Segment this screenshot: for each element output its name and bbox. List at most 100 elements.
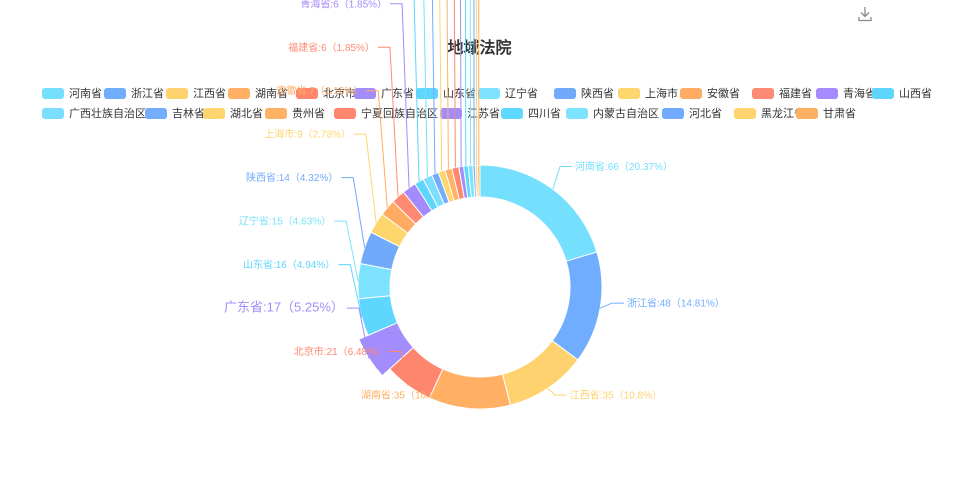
legend-swatch	[662, 107, 684, 119]
legend-item[interactable]: 广西壮族自治区	[42, 105, 146, 121]
legend-label: 浙江省	[131, 88, 164, 100]
legend-swatch	[440, 107, 462, 119]
label-leader-line	[423, 0, 428, 177]
label-leader-line	[341, 177, 366, 248]
legend-swatch	[334, 107, 356, 119]
slice-label: 山东省:16（4.94%）	[243, 258, 335, 271]
legend-swatch	[265, 107, 287, 119]
legend-item[interactable]: 辽宁省	[478, 85, 538, 101]
legend-label: 安徽省	[707, 88, 740, 100]
legend-swatch	[296, 87, 318, 99]
legend-item[interactable]: 贵州省	[265, 105, 325, 121]
label-leader-line	[469, 0, 472, 166]
slice-label: 安徽省:7（2.16%）	[276, 84, 363, 97]
legend-item[interactable]: 安徽省	[680, 85, 740, 101]
label-leader-line	[453, 0, 456, 168]
legend-label: 山西省	[899, 88, 932, 100]
label-leader-line	[346, 307, 370, 359]
label-leader-line	[413, 0, 420, 182]
label-leader-line	[552, 165, 573, 190]
legend-item[interactable]: 江苏省	[440, 105, 500, 121]
legend-swatch	[166, 87, 188, 99]
legend-swatch	[680, 87, 702, 99]
legend-label: 湖北省	[230, 108, 263, 120]
legend-item[interactable]: 北京市	[296, 85, 356, 101]
pie-slice[interactable]	[477, 164, 481, 198]
legend-label: 福建省	[779, 88, 812, 100]
chart-title: 地域法院	[447, 40, 512, 57]
legend-label: 青海省	[843, 88, 876, 100]
legend-label: 湖南省	[255, 88, 288, 100]
label-leader-line	[390, 3, 410, 188]
slice-label: 北京市:21（6.48%）	[294, 345, 386, 358]
legend-item[interactable]: 上海市	[618, 85, 678, 101]
label-leader-line	[478, 0, 480, 166]
pie-slice[interactable]	[428, 368, 512, 410]
legend-label: 甘肃省	[823, 108, 856, 120]
legend-swatch	[42, 107, 64, 119]
legend-item[interactable]: 湖北省	[203, 105, 263, 121]
legend-item[interactable]: 黑龙江省	[734, 105, 805, 121]
download-icon[interactable]	[855, 4, 875, 24]
legend-item[interactable]: 吉林省	[145, 105, 205, 121]
legend-item[interactable]: 河南省	[42, 85, 102, 101]
legend-item[interactable]: 河北省	[662, 105, 722, 121]
legend-item[interactable]: 四川省	[501, 105, 561, 121]
slice-label: 江西省:35（10.8%）	[570, 389, 662, 402]
legend-item[interactable]: 陕西省	[554, 85, 614, 101]
legend-row: 河南省浙江省江西省湖南省北京市广东省山东省辽宁省陕西省上海市安徽省福建省青海省山…	[42, 85, 942, 105]
slice-label: 辽宁省:15（4.63%）	[239, 215, 331, 228]
legend-item[interactable]: 浙江省	[104, 85, 164, 101]
label-leader-line	[459, 0, 462, 167]
legend-swatch	[872, 87, 894, 99]
legend-swatch	[752, 87, 774, 99]
legend-row: 广西壮族自治区吉林省湖北省贵州省宁夏回族自治区江苏省四川省内蒙古自治区河北省黑龙…	[42, 105, 942, 125]
pie-slice[interactable]	[479, 164, 598, 262]
legend-swatch	[478, 87, 500, 99]
label-leader-line	[377, 46, 399, 197]
legend-label: 上海市	[645, 88, 678, 100]
label-leader-line	[338, 264, 363, 318]
legend-item[interactable]: 甘肃省	[796, 105, 856, 121]
legend-label: 北京市	[323, 88, 356, 100]
legend-swatch	[354, 87, 376, 99]
label-leader-line	[547, 387, 567, 396]
legend-swatch	[566, 107, 588, 119]
slice-label: 浙江省:48（14.81%）	[627, 297, 725, 310]
legend-label: 山东省	[443, 88, 476, 100]
legend-swatch	[816, 87, 838, 99]
legend-item[interactable]: 山东省	[416, 85, 476, 101]
legend-swatch	[416, 87, 438, 99]
slice-label: 青海省:6（1.85%）	[300, 0, 387, 10]
legend-label: 河南省	[69, 88, 102, 100]
slice-label: 上海市:9（2.78%）	[264, 128, 351, 141]
legend-label: 广西壮族自治区	[69, 108, 146, 120]
legend-item[interactable]: 山西省	[872, 85, 932, 101]
legend-label: 辽宁省	[505, 88, 538, 100]
legend-label: 江西省	[193, 88, 226, 100]
chart-legend: 河南省浙江省江西省湖南省北京市广东省山东省辽宁省陕西省上海市安徽省福建省青海省山…	[42, 85, 942, 125]
legend-label: 河北省	[689, 108, 722, 120]
label-leader-line	[334, 220, 359, 282]
legend-swatch	[228, 87, 250, 99]
legend-item[interactable]: 内蒙古自治区	[566, 105, 659, 121]
pie-slice[interactable]	[551, 251, 603, 361]
legend-label: 黑龙江省	[761, 108, 805, 120]
legend-item[interactable]: 福建省	[752, 85, 812, 101]
legend-label: 吉林省	[172, 108, 205, 120]
label-leader-line	[473, 0, 475, 166]
slice-label: 河南省:66（20.37%）	[575, 160, 673, 173]
legend-label: 陕西省	[581, 88, 614, 100]
label-leader-line	[599, 302, 624, 309]
slice-label: 陕西省:14（4.32%）	[246, 171, 338, 184]
label-leader-line	[446, 0, 449, 170]
slice-label: 广东省:17（5.25%）	[224, 300, 344, 315]
legend-item[interactable]: 湖南省	[228, 85, 288, 101]
legend-swatch	[554, 87, 576, 99]
slice-label: 湖南省:35（10.8%）	[361, 389, 453, 402]
legend-item[interactable]: 江西省	[166, 85, 226, 101]
legend-item[interactable]: 青海省	[816, 85, 876, 101]
legend-swatch	[203, 107, 225, 119]
legend-label: 内蒙古自治区	[593, 108, 659, 120]
